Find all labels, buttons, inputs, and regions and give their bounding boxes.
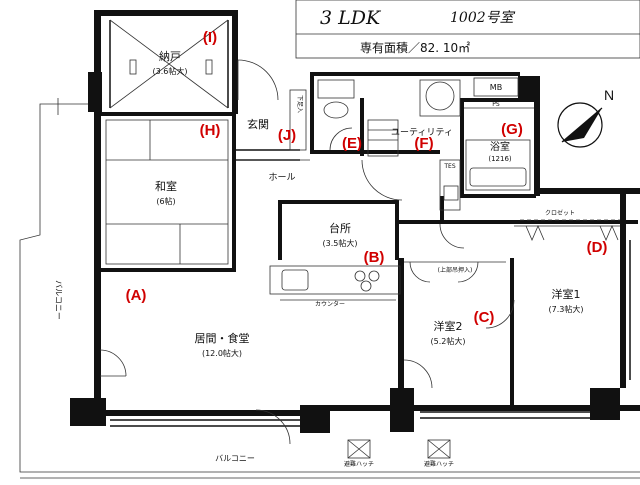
fixtures: [99, 19, 631, 459]
closet-label: クロゼット: [545, 209, 575, 217]
western-room-1-size: (7.3帖大): [549, 304, 584, 314]
room-labels: 納戸 (3.6帖大) 和室 (6帖) 玄関 ホール ユーティリティ 浴室 (12…: [153, 50, 584, 358]
entrance-name: 玄関: [247, 117, 269, 131]
area-label: 専有面積／82. 10㎡: [360, 40, 470, 55]
evac-hatch-1-label: 避難ハッチ: [344, 460, 374, 468]
layout-type: 3 LDK: [320, 7, 382, 29]
room-tags: (I) (H) (J) (E) (F) (G) (B) (A) (C) (D): [126, 29, 608, 326]
kitchen-name: 台所: [329, 221, 351, 235]
bath-name: 浴室: [490, 140, 510, 153]
tag-entrance: (J): [278, 127, 296, 144]
tag-western-room-2: (C): [474, 309, 495, 326]
hall-name: ホール: [268, 172, 295, 183]
tag-kitchen: (B): [364, 249, 385, 266]
tag-japanese-room: (H): [200, 122, 221, 139]
exterior-walls: [70, 10, 640, 433]
storage-size: (3.6帖大): [153, 66, 188, 76]
header-box: 3 LDK 1002号室 専有面積／82. 10㎡: [295, 0, 640, 59]
evac-hatch-2-label: 避難ハッチ: [424, 460, 454, 468]
tag-bath: (G): [501, 121, 523, 138]
tes-label: TES: [443, 163, 455, 170]
storage-name: 納戸: [159, 50, 181, 63]
balcony-bottom-label: バルコニー: [215, 454, 255, 463]
unit-number: 1002号室: [450, 10, 516, 26]
tag-toilet: (E): [342, 135, 362, 152]
western-room-1-name: 洋室1: [552, 287, 581, 301]
tag-utility: (F): [414, 135, 433, 152]
western-room-2-size: (5.2帖大): [431, 336, 466, 346]
utility-name: ユーティリティ: [391, 127, 453, 138]
tag-western-room-1: (D): [587, 239, 608, 256]
interior-walls: [100, 72, 638, 408]
living-dining-name: 居間・食堂: [195, 331, 250, 345]
compass-label: N: [604, 87, 614, 103]
counter-label: カウンター: [315, 300, 345, 308]
tag-living-dining: (A): [126, 287, 147, 304]
living-dining-size: (12.0帖大): [202, 348, 242, 358]
balcony-left-label: バルコニー: [54, 280, 63, 320]
tag-storage: (I): [203, 29, 217, 46]
japanese-room-name: 和室: [155, 179, 177, 193]
shoe-closet-label: 下足入: [296, 95, 303, 113]
japanese-room-size: (6帖): [156, 196, 175, 206]
bath-size: (1216): [488, 155, 512, 163]
western-room-2-name: 洋室2: [434, 319, 463, 333]
mb-label: MB: [490, 83, 502, 92]
upper-cabinet-label: (上部吊押入): [438, 266, 473, 274]
ps-label: PS: [492, 101, 500, 108]
compass: N: [557, 87, 614, 148]
fixture-labels: 下足入 MB PS TES クロゼット カウンター (上部吊押入) 避難ハッチ …: [54, 83, 575, 468]
kitchen-size: (3.5帖大): [323, 238, 358, 248]
balcony-outline: [19, 98, 640, 479]
